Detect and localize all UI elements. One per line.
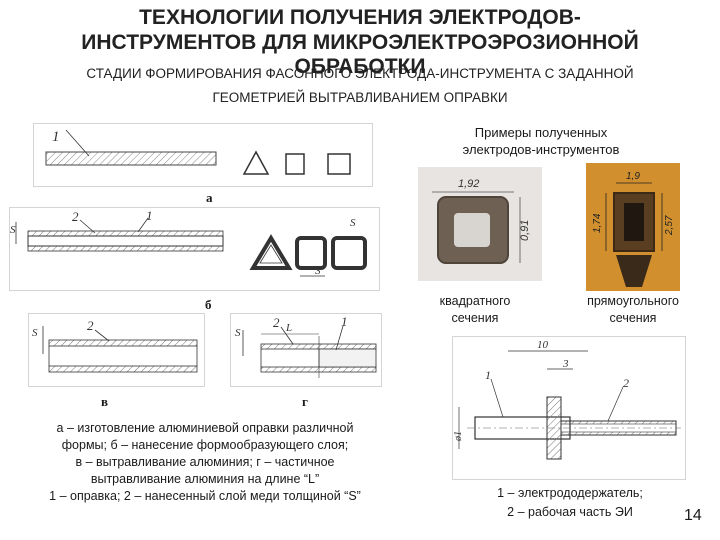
- dim-s-g: S: [235, 327, 241, 339]
- drawing-dim-10: 10: [537, 339, 549, 351]
- photo1-caption-line-1: квадратного: [439, 294, 511, 308]
- drawing-stage-a-mandrels: 1: [33, 123, 373, 187]
- drawing-callout-2: 2: [623, 376, 629, 390]
- dim-s-b2: S: [315, 265, 321, 277]
- drawing-stage-v-etched: S 2: [28, 313, 205, 387]
- right-legend-line-1: 1 – электрододержатель;: [497, 486, 643, 500]
- square-electrode-image: 1,92 0,91: [432, 178, 531, 264]
- photo1-dim-top: 1,92: [458, 178, 479, 190]
- drawing-callout-1: 1: [485, 368, 491, 382]
- dim-s-v: S: [32, 327, 38, 339]
- photo2-caption-line-1: прямоугольного: [587, 294, 679, 308]
- coating-drawing: S 2 1 S S: [10, 208, 367, 277]
- drawing-stage-b-coating: S 2 1 S S: [9, 207, 380, 291]
- label-stage-g: г: [302, 394, 308, 409]
- drawing-stage-g-partial: S L 2 1: [230, 313, 382, 387]
- dim-s-b: S: [10, 224, 16, 236]
- partial-etch-drawing: S L 2 1: [235, 314, 377, 378]
- left-caption-line-4: вытравливание алюминия на длине “L”: [90, 472, 320, 486]
- photo1-dim-side: 0,91: [519, 220, 531, 241]
- left-caption-line-1: а – изготовление алюминиевой оправки раз…: [56, 421, 354, 435]
- subtitle-line-2: ГЕОМЕТРИЕЙ ВЫТРАВЛИВАНИЕМ ОПРАВКИ: [212, 90, 508, 105]
- callout-2-g: 2: [273, 315, 280, 330]
- page-title-line-3: ОБРАБОТКИ: [294, 55, 426, 78]
- etched-tube-drawing: S 2: [32, 318, 198, 373]
- label-stage-a: а: [206, 190, 213, 205]
- label-stage-b: б: [205, 297, 212, 312]
- photo1-caption-line-2: сечения: [451, 311, 499, 325]
- drawing-electrode-holder: 10 3 ø1 1 2: [452, 336, 686, 480]
- left-caption: а – изготовление алюминиевой оправки раз…: [10, 420, 400, 505]
- photo-square-electrode: 1,92 0,91: [418, 167, 542, 281]
- photo2-caption: прямоугольного сечения: [568, 293, 698, 327]
- right-legend: 1 – электрододержатель; 2 – рабочая част…: [450, 484, 690, 522]
- page-title-line-2: ИНСТРУМЕНТОВ ДЛЯ МИКРОЭЛЕКТРОЭРОЗИОННОЙ: [81, 31, 639, 54]
- label-stage-v: в: [101, 394, 109, 409]
- callout-2-v: 2: [87, 318, 94, 333]
- examples-title: Примеры полученных электродов-инструмент…: [416, 124, 666, 158]
- examples-title-line-1: Примеры полученных: [474, 125, 608, 140]
- page-number: 14: [684, 507, 702, 524]
- photo2-dim-top: 1,9: [626, 171, 640, 182]
- page-title-line-1: ТЕХНОЛОГИИ ПОЛУЧЕНИЯ ЭЛЕКТРОДОВ-: [139, 6, 581, 29]
- drawing-dim-d1: ø1: [453, 431, 464, 442]
- subtitle-line-1: СТАДИИ ФОРМИРОВАНИЯ ФАСОННОГО ЭЛЕКТРОДА-…: [86, 66, 634, 81]
- callout-2-b: 2: [72, 209, 79, 224]
- right-legend-line-2: 2 – рабочая часть ЭИ: [507, 505, 633, 519]
- photo2-dim-left: 1,74: [592, 213, 603, 233]
- mandrel-shapes-drawing: 1: [45, 129, 351, 175]
- photo-rectangular-electrode: 1,9 1,74 2,57: [586, 163, 680, 291]
- electrode-holder-drawing: 10 3 ø1 1 2: [453, 339, 681, 460]
- left-caption-line-3: в – вытравливание алюминия; г – частично…: [75, 455, 335, 469]
- callout-1-a: 1: [52, 129, 60, 145]
- left-caption-line-2: формы; б – нанесение формообразующего сл…: [61, 438, 349, 452]
- photo1-caption: квадратного сечения: [420, 293, 530, 327]
- dim-l-g: L: [285, 322, 292, 334]
- photo2-caption-line-2: сечения: [609, 311, 657, 325]
- callout-1-b: 1: [146, 208, 153, 223]
- photo2-dim-right: 2,57: [664, 215, 675, 236]
- drawing-dim-3: 3: [562, 358, 569, 370]
- dim-s-b3: S: [350, 217, 356, 229]
- examples-title-line-2: электродов-инструментов: [462, 142, 620, 157]
- callout-1-g: 1: [341, 314, 348, 329]
- left-caption-line-5: 1 – оправка; 2 – нанесенный слой меди то…: [49, 489, 361, 503]
- rectangular-electrode-image: 1,9 1,74 2,57: [586, 163, 680, 291]
